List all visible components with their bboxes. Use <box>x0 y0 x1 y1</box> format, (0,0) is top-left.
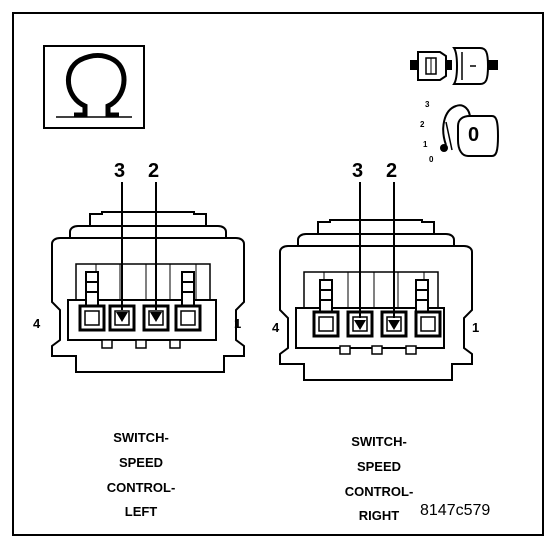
right-caption-line-1: SWITCH- <box>351 434 407 449</box>
left-arrow-label-2: 2 <box>148 160 160 182</box>
right-caption-line-3: CONTROL- <box>344 484 414 499</box>
left-caption-line-4: LEFT <box>124 504 158 519</box>
key-position-1: 1 <box>423 140 428 149</box>
right-pin-4-label: 4 <box>272 320 280 335</box>
connector-left <box>51 182 245 373</box>
key-position-2: 2 <box>420 120 425 129</box>
connector-right <box>279 182 473 381</box>
left-arrow-label-3: 3 <box>114 160 126 182</box>
left-caption-line-1: SWITCH- <box>113 430 169 445</box>
left-caption-line-2: SPEED <box>118 455 164 470</box>
ignition-key-icon <box>440 104 500 157</box>
right-arrow-label-3: 3 <box>352 160 364 182</box>
ohm-resistance-icon <box>43 45 145 129</box>
right-pin-1-label: 1 <box>472 320 480 335</box>
left-caption-line-3: CONTROL- <box>106 480 176 495</box>
right-caption-line-2: SPEED <box>356 459 402 474</box>
right-caption-line-4: RIGHT <box>358 508 400 523</box>
key-position-3: 3 <box>425 100 430 109</box>
connector-plug-icon <box>410 47 498 85</box>
right-arrow-label-2: 2 <box>386 160 398 182</box>
key-position-0: 0 <box>429 155 434 164</box>
left-pin-1-label: 1 <box>234 316 242 331</box>
key-label: 0 <box>468 124 480 146</box>
left-pin-4-label: 4 <box>33 316 41 331</box>
figure-id: 8147c579 <box>420 502 491 519</box>
